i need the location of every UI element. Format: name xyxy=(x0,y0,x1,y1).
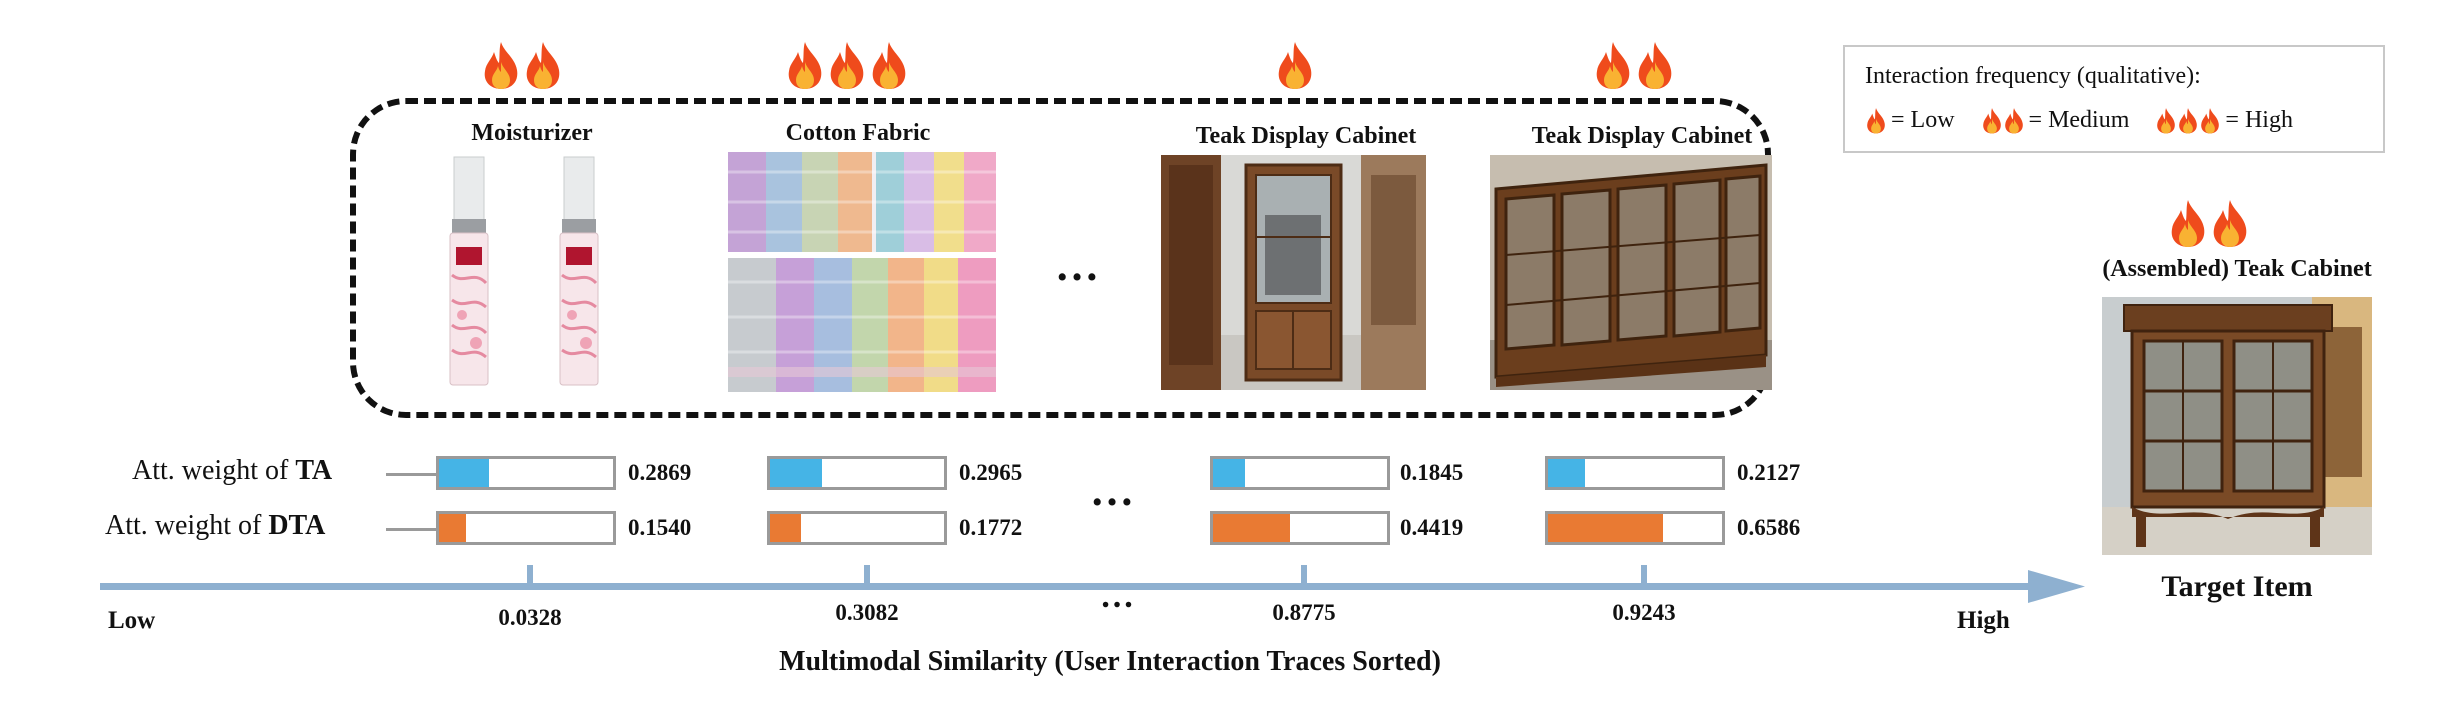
ta-bar-fill xyxy=(1548,459,1585,487)
flame-icon xyxy=(827,40,867,90)
ta-value-2: 0.2965 xyxy=(959,460,1023,485)
display-cabinet-icon xyxy=(1161,155,1426,390)
frequency-legend: Interaction frequency (qualitative): = L… xyxy=(1843,45,2385,153)
legend-title: Interaction frequency (qualitative): xyxy=(1865,63,2201,89)
dta-bar-2 xyxy=(767,511,947,545)
similarity-value-3: 0.8775 xyxy=(1272,600,1336,625)
flame-icon xyxy=(1865,107,1887,134)
item-1-label: Moisturizer xyxy=(471,120,593,146)
legend-medium-label: = Medium xyxy=(2028,107,2130,133)
flame-icon xyxy=(523,40,563,90)
dta-bar-fill xyxy=(1548,514,1663,542)
axis-low-label: Low xyxy=(108,607,156,634)
similarity-value-2: 0.3082 xyxy=(835,600,899,625)
similarity-value-4: 0.9243 xyxy=(1612,600,1676,625)
dta-value-1: 0.1540 xyxy=(628,515,692,540)
legend-low: = Low xyxy=(1865,107,1955,134)
ta-value-4: 0.2127 xyxy=(1737,460,1801,485)
flame-icon xyxy=(1635,40,1675,90)
dta-value-2: 0.1772 xyxy=(959,515,1023,540)
flame-icon xyxy=(2210,198,2250,248)
ta-bar-fill xyxy=(439,459,489,487)
ellipsis-bars: … xyxy=(1090,466,1138,515)
ta-row-connector xyxy=(386,473,436,476)
ta-row-label: Att. weight of TA xyxy=(132,455,332,487)
flame-icon xyxy=(1275,40,1315,90)
similarity-axis-arrow xyxy=(100,570,2085,603)
flame-icon xyxy=(2155,107,2177,134)
ta-bar-2 xyxy=(767,456,947,490)
moisturizer-icon xyxy=(424,155,639,390)
legend-medium: = Medium xyxy=(1981,107,2130,134)
target-cabinet-icon xyxy=(2102,297,2372,555)
legend-high: = High xyxy=(2155,107,2293,134)
flame-icon xyxy=(2003,107,2025,134)
ta-bar-4 xyxy=(1545,456,1725,490)
fabric-icon xyxy=(728,152,996,392)
axis-high-label: High xyxy=(1957,607,2010,634)
dta-bar-fill xyxy=(1213,514,1290,542)
item-4-label: Teak Display Cabinet xyxy=(1531,123,1753,149)
item-3-label: Teak Display Cabinet xyxy=(1195,123,1417,149)
dta-bar-1 xyxy=(436,511,616,545)
flame-icon xyxy=(2177,107,2199,134)
axis-tick-2 xyxy=(864,565,870,585)
dta-row-connector xyxy=(386,528,436,531)
flame-icon xyxy=(1981,107,2003,134)
item-1-flames xyxy=(481,40,563,90)
ellipsis-items: … xyxy=(1055,241,1103,290)
item-4-flames xyxy=(1593,40,1675,90)
target-item-caption: Target Item xyxy=(2161,570,2313,603)
dta-value-4: 0.6586 xyxy=(1737,515,1801,540)
similarity-value-1: 0.0328 xyxy=(498,605,562,630)
wide-cabinet-icon xyxy=(1490,155,1772,390)
dta-bar-4 xyxy=(1545,511,1725,545)
dta-row-prefix: Att. weight of xyxy=(105,510,269,541)
item-2-flames xyxy=(785,40,909,90)
flame-icon xyxy=(2168,198,2208,248)
ta-bar-fill xyxy=(1213,459,1245,487)
ta-value-3: 0.1845 xyxy=(1400,460,1464,485)
flame-icon xyxy=(1593,40,1633,90)
dta-bar-3 xyxy=(1210,511,1390,545)
axis-title: Multimodal Similarity (User Interaction … xyxy=(779,646,1441,677)
ta-value-1: 0.2869 xyxy=(628,460,692,485)
target-flames xyxy=(2168,198,2250,248)
ellipsis-axis: … xyxy=(1100,578,1138,615)
dta-row-bold: DTA xyxy=(268,510,326,541)
dta-row-label: Att. weight of DTA xyxy=(105,510,325,542)
flame-icon xyxy=(2199,107,2221,134)
legend-low-label: = Low xyxy=(1891,107,1955,133)
ta-row-prefix: Att. weight of xyxy=(132,455,296,486)
legend-high-label: = High xyxy=(2225,107,2293,133)
axis-tick-4 xyxy=(1641,565,1647,585)
flame-icon xyxy=(481,40,521,90)
dta-bar-fill xyxy=(439,514,466,542)
legend-row: = Low = Medium = High xyxy=(1865,107,2319,134)
ta-bar-1 xyxy=(436,456,616,490)
ta-bar-3 xyxy=(1210,456,1390,490)
dta-value-3: 0.4419 xyxy=(1400,515,1464,540)
ta-row-bold: TA xyxy=(295,455,333,486)
axis-tick-1 xyxy=(527,565,533,585)
item-3-flames xyxy=(1275,40,1315,90)
flame-icon xyxy=(869,40,909,90)
dta-bar-fill xyxy=(770,514,801,542)
flame-icon xyxy=(785,40,825,90)
ta-bar-fill xyxy=(770,459,822,487)
item-2-label: Cotton Fabric xyxy=(785,120,931,146)
target-item-name: (Assembled) Teak Cabinet xyxy=(2102,256,2372,282)
axis-tick-3 xyxy=(1301,565,1307,585)
